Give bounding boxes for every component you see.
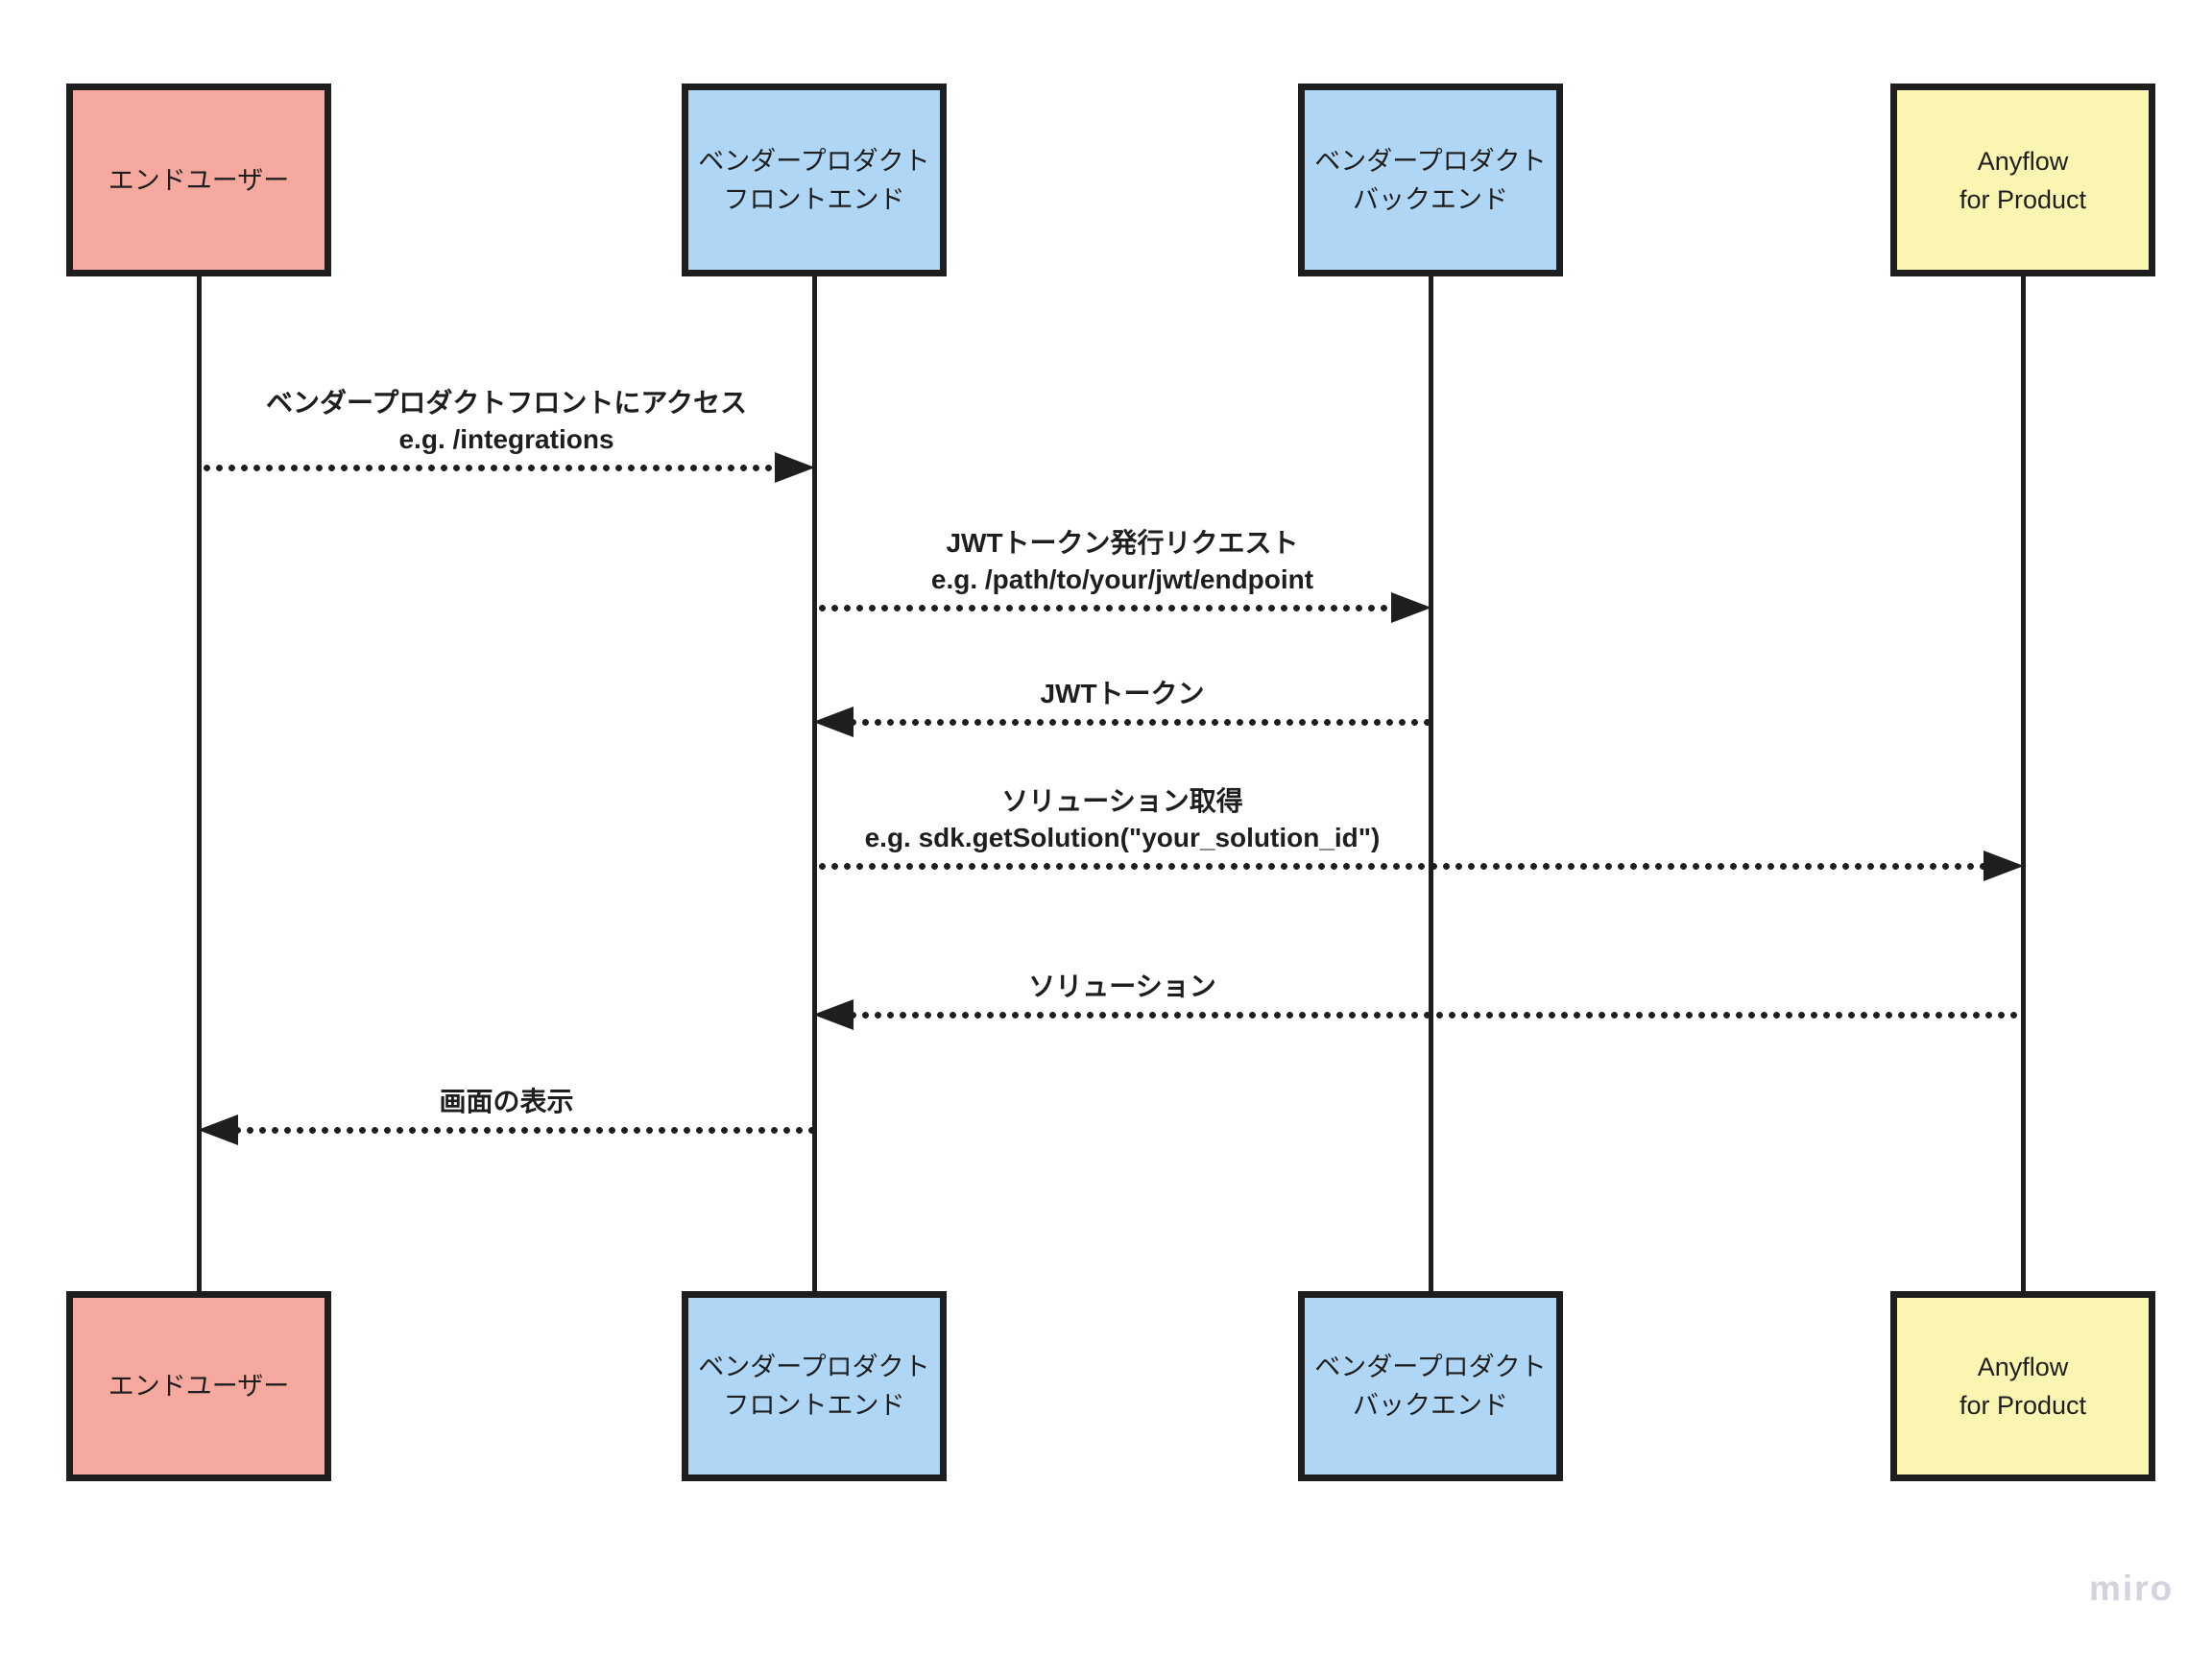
actor-label: バックエンド xyxy=(1353,1391,1508,1420)
message-label: 画面の表示 xyxy=(199,1084,814,1120)
dotted-line xyxy=(816,863,1990,870)
message-example: e.g. sdk.getSolution("your_solution_id") xyxy=(864,823,1381,852)
actor-label: ベンダープロダクト xyxy=(698,1353,930,1381)
dotted-line xyxy=(816,605,1398,611)
message-title: ソリューション取得 xyxy=(1001,786,1243,816)
message-label: ソリューション xyxy=(814,969,1431,1005)
message-label: ソリューション取得 e.g. sdk.getSolution("your_sol… xyxy=(814,783,1431,856)
miro-logo: miro xyxy=(2089,1569,2175,1608)
message-example: e.g. /integrations xyxy=(398,424,614,454)
dotted-line xyxy=(847,1012,2021,1019)
message-access-vendor-front[interactable]: ベンダープロダクトフロントにアクセス e.g. /integrations xyxy=(199,388,815,484)
actor-top-end-user[interactable]: エンドユーザー xyxy=(66,84,331,276)
dotted-line xyxy=(201,465,781,471)
message-show-screen[interactable]: 画面の表示 xyxy=(198,1087,814,1146)
lifeline-vendor-backend[interactable] xyxy=(1429,274,1433,1293)
actor-bottom-vendor-frontend[interactable]: ベンダープロダクト フロントエンド xyxy=(682,1291,947,1481)
arrowhead-left-icon xyxy=(813,707,854,737)
actor-label: for Product xyxy=(1959,184,2087,214)
arrowhead-left-icon xyxy=(813,999,854,1030)
message-label: JWTトークン発行リクエスト e.g. /path/to/your/jwt/en… xyxy=(814,525,1431,598)
actor-top-vendor-backend[interactable]: ベンダープロダクト バックエンド xyxy=(1298,84,1563,276)
message-solution[interactable]: ソリューション xyxy=(813,971,2023,1031)
lifeline-end-user[interactable] xyxy=(197,274,202,1293)
message-title: JWTトークン発行リクエスト xyxy=(946,528,1299,558)
message-title: JWTトークン xyxy=(1040,679,1205,708)
dotted-line xyxy=(231,1127,812,1134)
message-title: ベンダープロダクトフロントにアクセス xyxy=(266,388,747,418)
message-jwt-token[interactable]: JWTトークン xyxy=(813,679,1431,738)
actor-label: フロントエンド xyxy=(723,1391,905,1420)
message-get-solution[interactable]: ソリューション取得 e.g. sdk.getSolution("your_sol… xyxy=(814,786,2024,882)
actor-label: Anyflow xyxy=(1977,1353,2069,1381)
arrowhead-right-icon xyxy=(1391,592,1431,623)
actor-top-vendor-frontend[interactable]: ベンダープロダクト フロントエンド xyxy=(682,84,947,276)
actor-label: フロントエンド xyxy=(723,184,905,214)
actor-label: Anyflow xyxy=(1977,146,2069,176)
actor-label: エンドユーザー xyxy=(108,165,290,195)
actor-top-anyflow[interactable]: Anyflow for Product xyxy=(1890,84,2155,276)
lifeline-vendor-frontend[interactable] xyxy=(812,274,817,1293)
actor-label: ベンダープロダクト xyxy=(1314,1353,1547,1381)
dotted-line xyxy=(847,719,1429,726)
actor-label: for Product xyxy=(1959,1391,2087,1420)
actor-bottom-vendor-backend[interactable]: ベンダープロダクト バックエンド xyxy=(1298,1291,1563,1481)
arrowhead-right-icon xyxy=(1984,851,2024,881)
actor-label: バックエンド xyxy=(1353,184,1508,214)
message-title: 画面の表示 xyxy=(439,1087,574,1116)
actor-bottom-end-user[interactable]: エンドユーザー xyxy=(66,1291,331,1481)
message-jwt-request[interactable]: JWTトークン発行リクエスト e.g. /path/to/your/jwt/en… xyxy=(814,528,1431,624)
message-label: ベンダープロダクトフロントにアクセス e.g. /integrations xyxy=(199,385,814,458)
lifeline-anyflow[interactable] xyxy=(2021,274,2026,1293)
actor-label: ベンダープロダクト xyxy=(698,146,930,176)
actor-bottom-anyflow[interactable]: Anyflow for Product xyxy=(1890,1291,2155,1481)
message-title: ソリューション xyxy=(1028,971,1216,1001)
message-label: JWTトークン xyxy=(814,676,1431,712)
actor-label: ベンダープロダクト xyxy=(1314,146,1547,176)
arrowhead-left-icon xyxy=(198,1115,238,1145)
message-example: e.g. /path/to/your/jwt/endpoint xyxy=(930,564,1314,594)
arrowhead-right-icon xyxy=(775,452,815,483)
actor-label: エンドユーザー xyxy=(108,1372,290,1401)
